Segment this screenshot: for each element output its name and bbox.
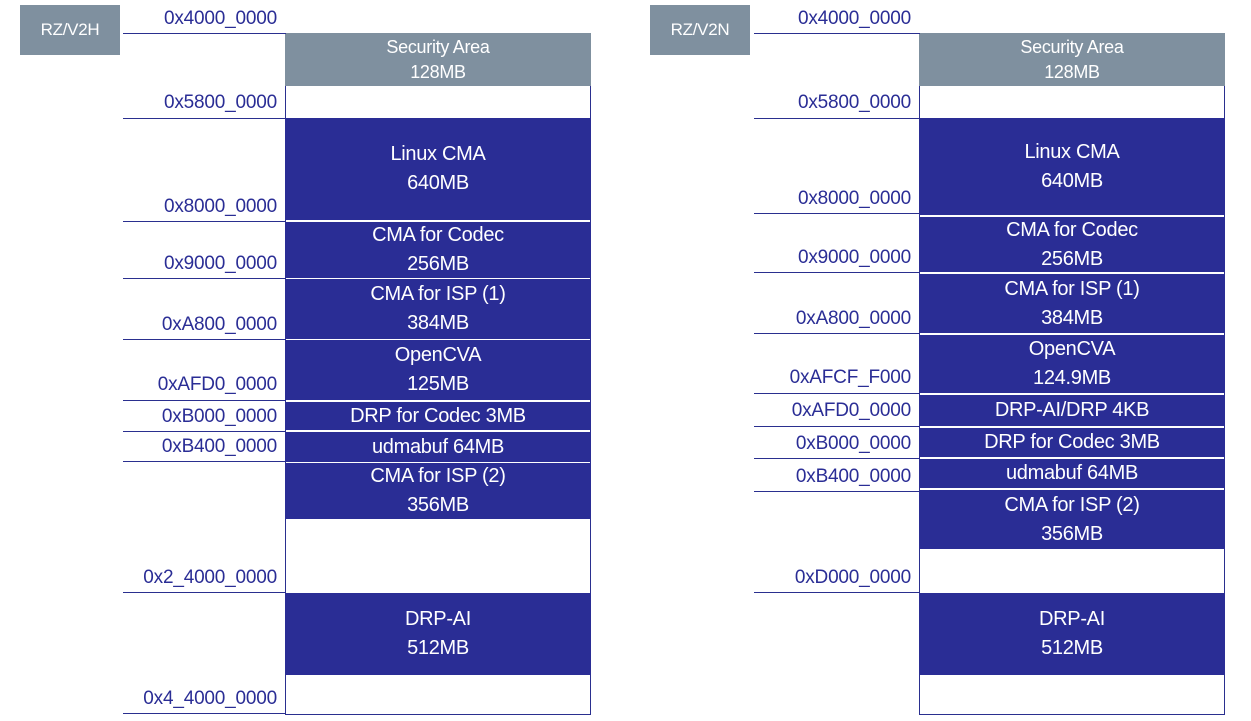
cma-isp-2-block: CMA for ISP (2)356MB [919, 490, 1225, 549]
address-label: 0x5800_0000 [798, 92, 911, 113]
address-label: 0xB000_0000 [161, 406, 277, 427]
boundary-line [754, 272, 920, 273]
address-label: 0x8000_0000 [164, 196, 277, 217]
boundary-line [754, 33, 920, 34]
drp-codec-block: DRP for Codec 3MB [919, 428, 1225, 457]
address-label: 0x8000_0000 [798, 188, 911, 209]
udmabuf-block: udmabuf 64MB [919, 459, 1225, 488]
address-label: 0xAFD0_0000 [791, 400, 911, 421]
drp-ai-drp-block: DRP-AI/DRP 4KB [919, 395, 1225, 426]
boundary-line [123, 339, 286, 340]
cma-isp-1-block: CMA for ISP (1)384MB [285, 279, 591, 339]
boundary-line [754, 118, 920, 119]
address-label: 0x9000_0000 [164, 253, 277, 274]
boundary-line [123, 400, 286, 401]
boundary-line [123, 713, 286, 714]
boundary-line [123, 592, 286, 593]
boundary-line [754, 491, 920, 492]
address-label: 0xB400_0000 [161, 436, 277, 457]
boundary-line [123, 431, 286, 432]
boundary-line [123, 221, 286, 222]
drp-codec-block: DRP for Codec 3MB [285, 402, 591, 430]
boundary-line [123, 118, 286, 119]
address-label: 0xB000_0000 [795, 433, 911, 454]
cma-isp-1-block: CMA for ISP (1)384MB [919, 274, 1225, 333]
boundary-line [754, 458, 920, 459]
boundary-line [754, 213, 920, 214]
boundary-line [754, 393, 920, 394]
address-label: 0xA800_0000 [161, 314, 277, 335]
udmabuf-block: udmabuf 64MB [285, 432, 591, 462]
address-label: 0xD000_0000 [794, 567, 911, 588]
address-label: 0xAFCF_F000 [789, 367, 912, 388]
boundary-line [123, 278, 286, 279]
address-label: 0xAFD0_0000 [157, 374, 277, 395]
cma-isp-2-block: CMA for ISP (2)356MB [285, 463, 591, 519]
address-label: 0xA800_0000 [795, 308, 911, 329]
chip-label: RZ/V2N [650, 5, 750, 55]
boundary-line [754, 333, 920, 334]
boundary-line [754, 592, 920, 593]
boundary-line [754, 426, 920, 427]
address-label: 0xB400_0000 [795, 466, 911, 487]
address-label: 0x4000_0000 [798, 8, 911, 29]
boundary-line [123, 461, 286, 462]
address-label: 0x2_4000_0000 [143, 567, 277, 588]
address-label: 0x4000_0000 [164, 8, 277, 29]
chip-label: RZ/V2H [20, 5, 120, 55]
address-label: 0x5800_0000 [164, 92, 277, 113]
boundary-line [123, 33, 286, 34]
address-label: 0x4_4000_0000 [143, 688, 277, 709]
address-label: 0x9000_0000 [798, 247, 911, 268]
